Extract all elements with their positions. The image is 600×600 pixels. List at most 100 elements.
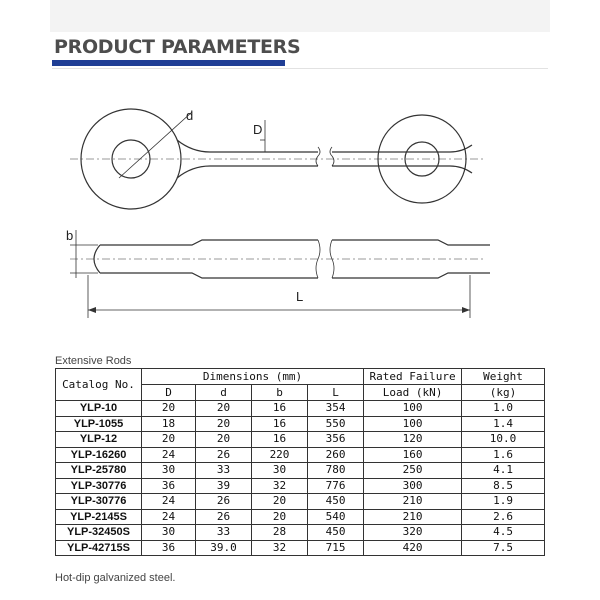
value-cell: 30 [251, 462, 308, 479]
catalog-cell: YLP-30776 [55, 493, 142, 510]
value-cell: 356 [306, 431, 365, 448]
value-cell: 33 [195, 524, 252, 541]
sub-L: L [306, 384, 365, 401]
value-cell: 550 [306, 415, 365, 432]
value-cell: 26 [195, 446, 252, 463]
value-cell: 39 [195, 477, 252, 494]
L-arrow-right [462, 307, 470, 313]
catalog-cell: YLP-25780 [55, 462, 142, 479]
value-cell: 4.1 [461, 462, 546, 479]
catalog-cell: YLP-10 [55, 400, 142, 417]
value-cell: 7.5 [461, 539, 546, 556]
sub-D: D [141, 384, 196, 401]
value-cell: 36 [141, 477, 196, 494]
value-cell: 26 [195, 493, 252, 510]
rod-shank-top-view [176, 139, 473, 179]
footnote: Hot-dip galvanized steel. [55, 572, 176, 584]
catalog-cell: YLP-42715S [55, 539, 142, 556]
value-cell: 1.9 [461, 493, 546, 510]
section-label: Extensive Rods [55, 355, 132, 367]
value-cell: 540 [306, 508, 365, 525]
value-cell: 20 [195, 431, 252, 448]
value-cell: 776 [306, 477, 365, 494]
value-cell: 30 [141, 524, 196, 541]
value-cell: 24 [141, 493, 196, 510]
value-cell: 20 [195, 400, 252, 417]
value-cell: 28 [251, 524, 308, 541]
value-cell: 30 [141, 462, 196, 479]
value-cell: 32 [251, 477, 308, 494]
sub-d: d [195, 384, 252, 401]
value-cell: 36 [141, 539, 196, 556]
value-cell: 420 [363, 539, 463, 556]
catalog-cell: YLP-2145S [55, 508, 142, 525]
page-title: PRODUCT PARAMETERS [54, 36, 301, 58]
catalog-cell: YLP-30776 [55, 477, 142, 494]
d-dimension-arrow [118, 111, 193, 179]
value-cell: 20 [195, 415, 252, 432]
specifications-table: Catalog No. Dimensions (mm) Rated Failur… [55, 368, 546, 556]
value-cell: 16 [251, 415, 308, 432]
value-cell: 120 [363, 431, 463, 448]
value-cell: 20 [251, 493, 308, 510]
value-cell: 39.0 [195, 539, 252, 556]
value-cell: 210 [363, 493, 463, 510]
catalog-cell: YLP-32450S [55, 524, 142, 541]
value-cell: 18 [141, 415, 196, 432]
col-catalog: Catalog No. [55, 368, 142, 401]
label-L: L [296, 289, 303, 304]
label-D: D [253, 122, 262, 137]
value-cell: 1.4 [461, 415, 546, 432]
label-b: b [66, 228, 73, 243]
value-cell: 780 [306, 462, 365, 479]
value-cell: 354 [306, 400, 365, 417]
value-cell: 8.5 [461, 477, 546, 494]
value-cell: 210 [363, 508, 463, 525]
value-cell: 320 [363, 524, 463, 541]
value-cell: 26 [195, 508, 252, 525]
value-cell: 16 [251, 431, 308, 448]
col-dimensions: Dimensions (mm) [140, 368, 365, 385]
value-cell: 16 [251, 400, 308, 417]
catalog-cell: YLP-16260 [55, 446, 142, 463]
title-underline-bar [52, 60, 285, 66]
col-load-line2: Load (kN) [363, 384, 463, 401]
col-load-line1: Rated Failure [363, 368, 463, 385]
value-cell: 100 [363, 415, 463, 432]
col-weight-line1: Weight [461, 368, 546, 385]
value-cell: 450 [306, 524, 365, 541]
value-cell: 160 [363, 446, 463, 463]
col-weight-line2: (kg) [461, 384, 546, 401]
value-cell: 220 [251, 446, 308, 463]
catalog-cell: YLP-1055 [55, 415, 142, 432]
L-arrow-left [88, 307, 96, 313]
value-cell: 32 [251, 539, 308, 556]
rod-technical-drawing: d D b L [66, 108, 490, 318]
value-cell: 2.6 [461, 508, 546, 525]
value-cell: 24 [141, 508, 196, 525]
catalog-cell: YLP-12 [55, 431, 142, 448]
value-cell: 33 [195, 462, 252, 479]
value-cell: 10.0 [461, 431, 546, 448]
title-divider [52, 68, 548, 69]
value-cell: 24 [141, 446, 196, 463]
top-band [50, 0, 550, 32]
value-cell: 450 [306, 493, 365, 510]
rod-side-view [93, 239, 490, 279]
value-cell: 20 [251, 508, 308, 525]
value-cell: 4.5 [461, 524, 546, 541]
value-cell: 20 [141, 431, 196, 448]
sub-b: b [251, 384, 308, 401]
value-cell: 260 [306, 446, 365, 463]
value-cell: 250 [363, 462, 463, 479]
